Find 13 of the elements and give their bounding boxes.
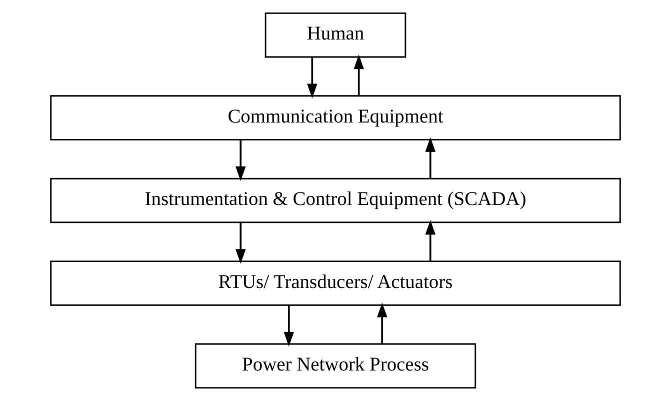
arrow — [376, 302, 387, 344]
node-box: Human — [264, 12, 406, 58]
arrow — [235, 222, 246, 264]
node-box: RTUs/ Transducers/ Actuators — [50, 260, 620, 306]
arrow — [306, 57, 317, 98]
arrow — [424, 137, 435, 178]
arrow — [235, 140, 246, 182]
arrow — [353, 54, 364, 96]
node-box: Communication Equipment — [50, 95, 620, 140]
arrow — [283, 305, 294, 346]
node-box: Power Network Process — [194, 343, 476, 389]
arrow — [424, 220, 435, 262]
node-box: Instrumentation & Control Equipment (SCADA) — [50, 178, 620, 224]
